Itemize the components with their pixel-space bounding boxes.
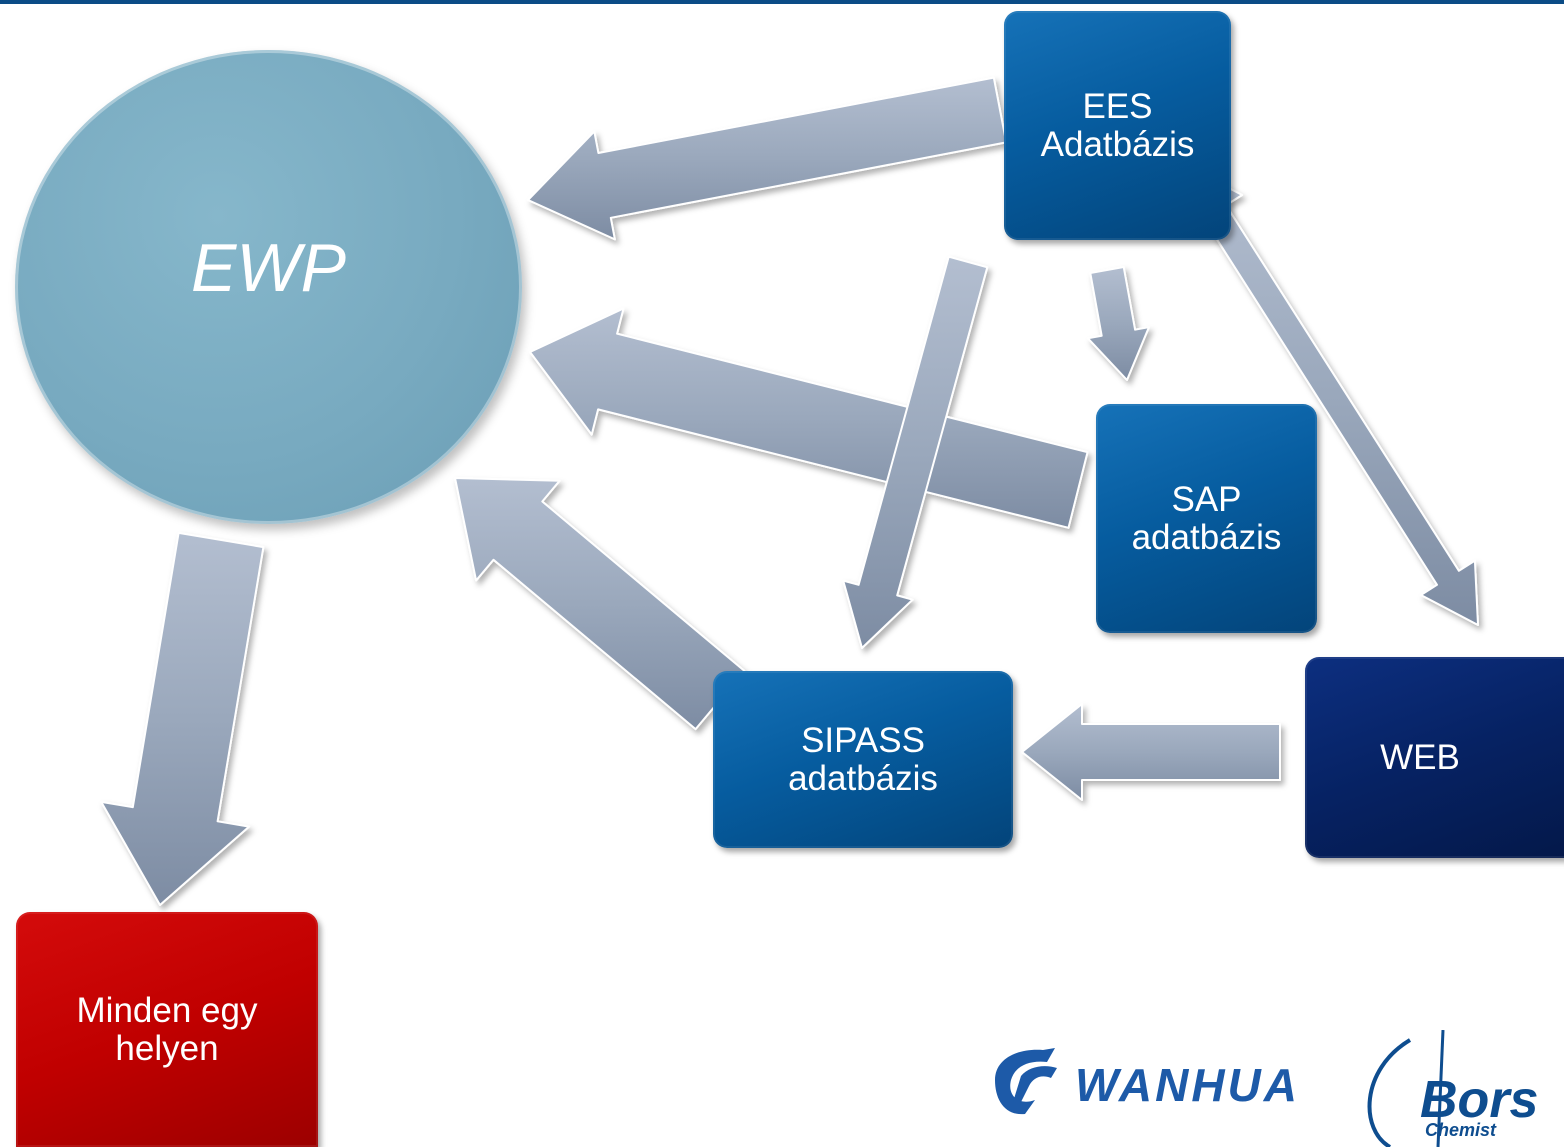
arrow-ees-to-ewp	[527, 76, 1008, 241]
minden-egy-helyen-label: Minden egy helyen	[76, 990, 258, 1068]
top-rule	[0, 0, 1564, 4]
ewp-label: EWP	[191, 230, 346, 306]
web-label: WEB	[1380, 737, 1460, 777]
sipass-database-label: SIPASS adatbázis	[788, 720, 938, 798]
borsodchem-logo-icon	[1367, 1030, 1445, 1147]
ewp-circle	[15, 50, 522, 524]
borsodchem-logo-text: Bors	[1420, 1071, 1539, 1129]
arrow-sap-to-ewp	[529, 307, 1089, 529]
sap-database-label: SAP adatbázis	[1131, 479, 1282, 557]
arrow-ees-to-sap	[1086, 266, 1150, 381]
ees-database-label: EES Adatbázis	[1040, 86, 1195, 164]
wanhua-logo-icon	[995, 1048, 1057, 1115]
footer-logos: WANHUA Bors Chemist	[975, 1030, 1564, 1147]
wanhua-logo-text: WANHUA	[1075, 1059, 1300, 1111]
borsodchem-logo-subtext: Chemist	[1425, 1120, 1497, 1140]
sap-database-node: SAP adatbázis	[1096, 404, 1317, 633]
ees-database-node: EES Adatbázis	[1004, 11, 1231, 240]
arrow-ees-to-sipass	[842, 255, 989, 649]
minden-egy-helyen-node: Minden egy helyen	[16, 912, 318, 1147]
arrow-sipass-to-ewp	[454, 477, 746, 731]
arrow-web-to-sipass	[1021, 703, 1281, 801]
web-node: WEB	[1305, 657, 1564, 858]
arrow-ewp-to-minden	[100, 531, 265, 906]
sipass-database-node: SIPASS adatbázis	[713, 671, 1013, 848]
